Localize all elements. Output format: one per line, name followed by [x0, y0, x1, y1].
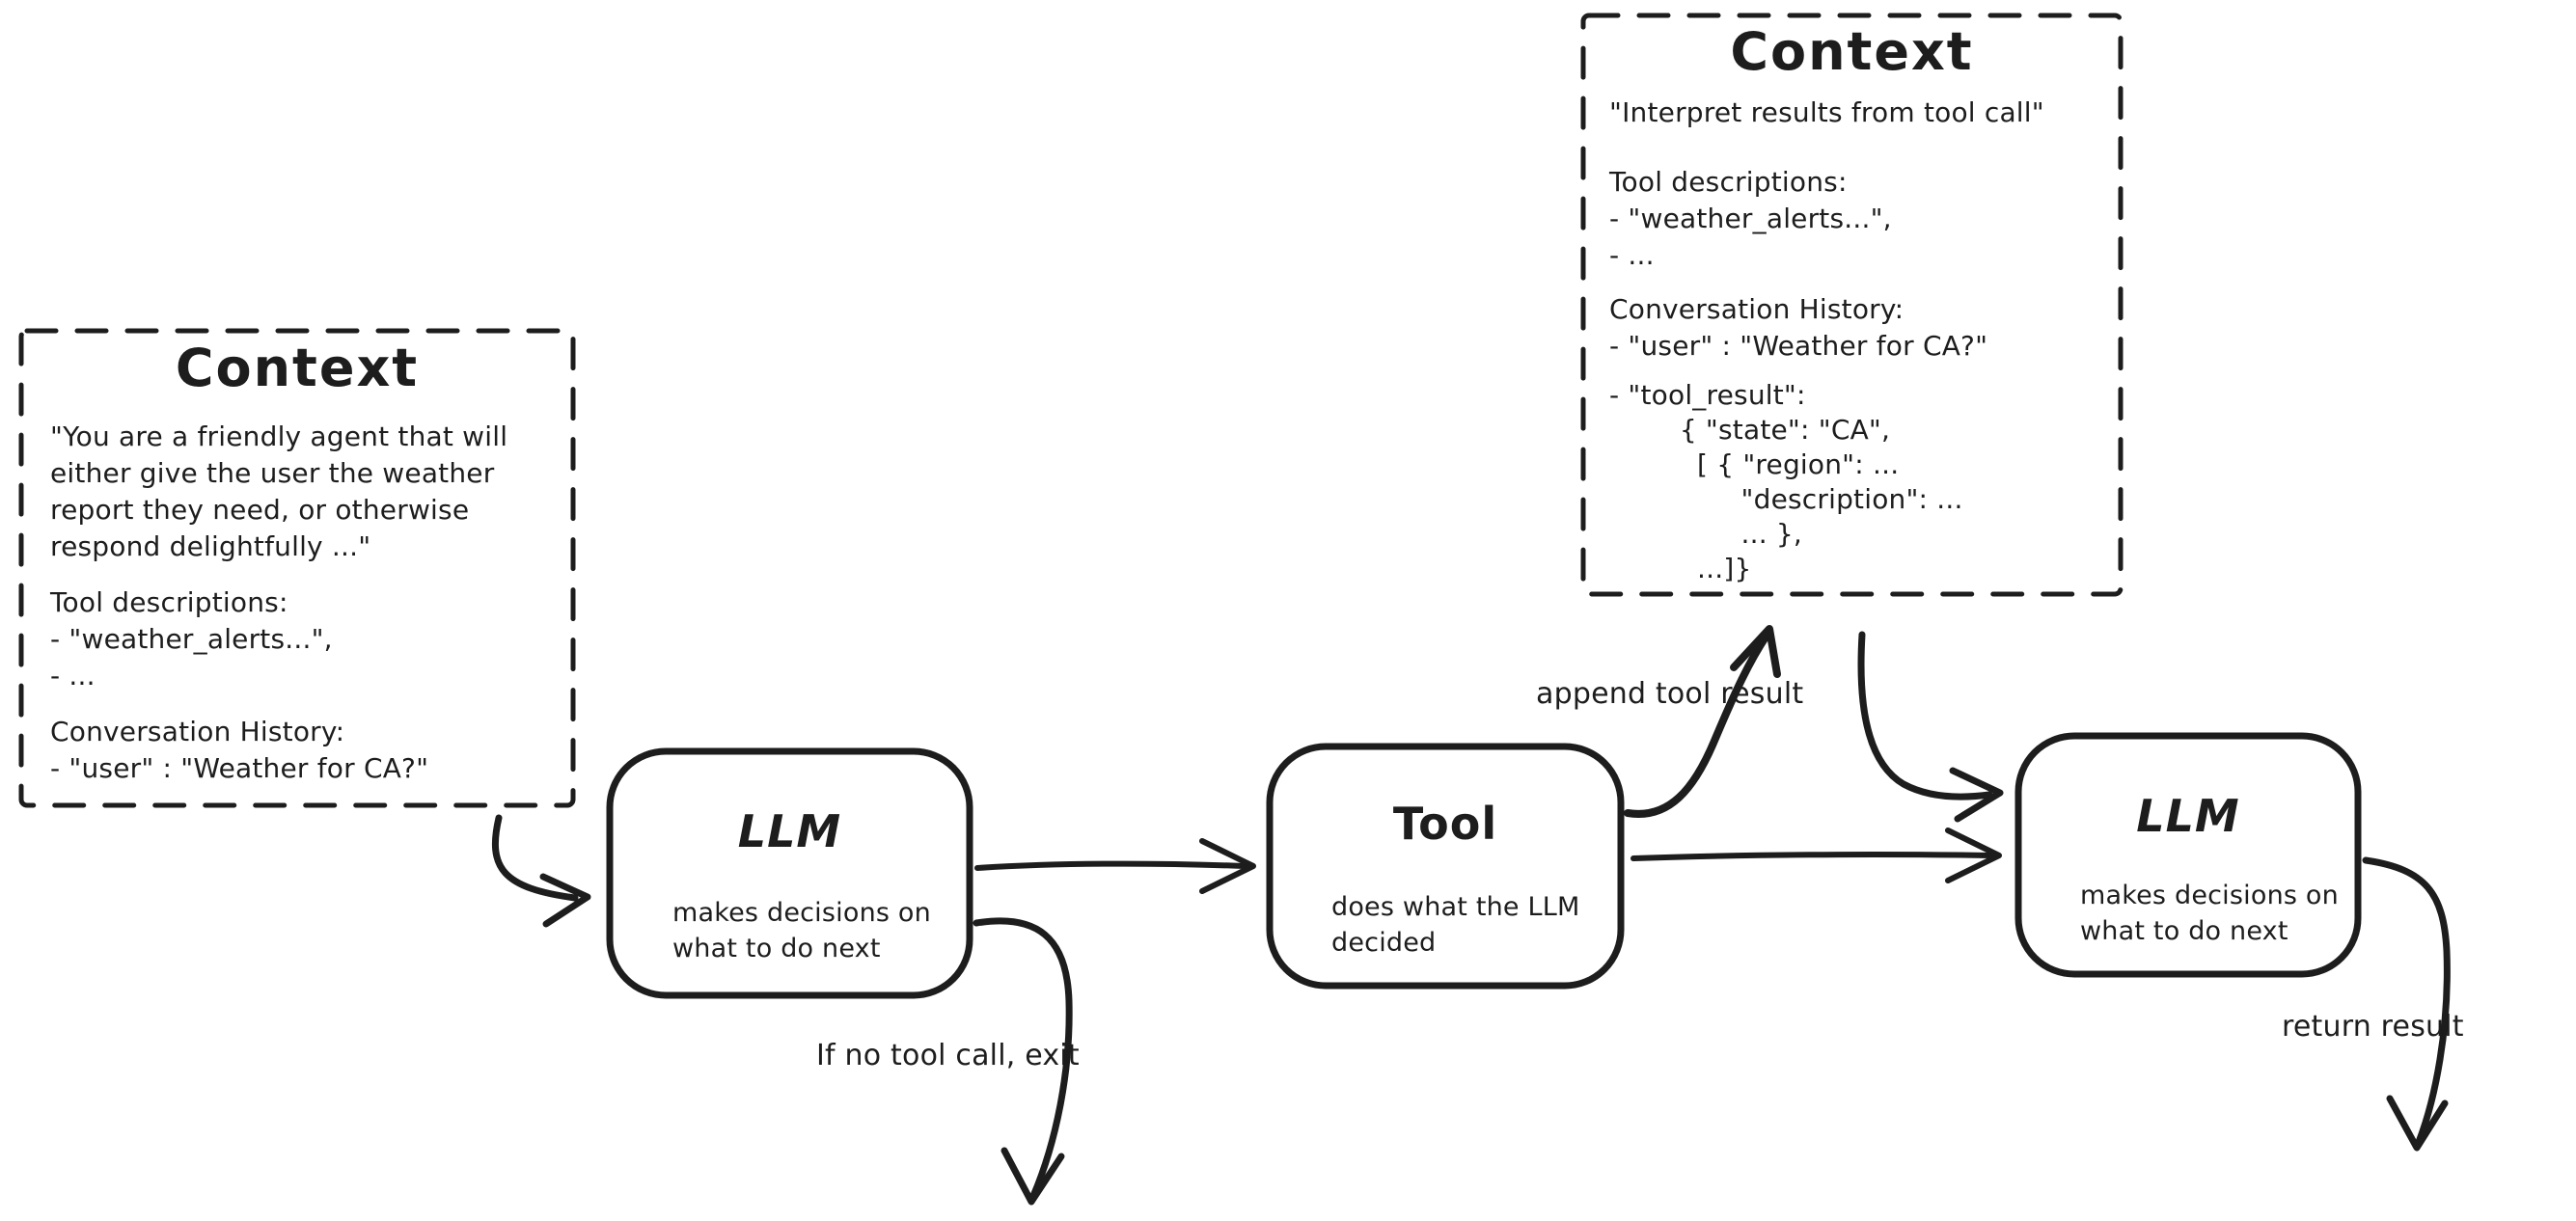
arrowhead-context1-to-llm1: [539, 873, 591, 928]
tool-node-border: [1266, 743, 1625, 990]
llm-1-node-subtitle: makes decisions on what to do next: [672, 898, 931, 963]
arrow-tool-to-context2: [1624, 632, 1770, 818]
llm-2-node-border: [2014, 732, 2362, 978]
arrowhead-context2-to-llm2: [1949, 767, 2004, 823]
llm-2-node-title: LLM: [2136, 790, 2240, 842]
context-box-2-conversation-history: Conversation History: - "user" : "Weathe…: [1609, 293, 1988, 362]
arrowhead-llm2-return: [2386, 1095, 2449, 1152]
llm-2-node-subtitle: makes decisions on what to do next: [2080, 881, 2339, 946]
arrow-llm1-to-tool: [974, 860, 1247, 871]
arrow-context1-to-llm1: [492, 814, 579, 902]
label-if-no-tool-call-exit: If no tool call, exit: [816, 1039, 1080, 1072]
context-box-1-conversation-history: Conversation History: - "user" : "Weathe…: [50, 716, 429, 784]
context-box-2-tool-result: - "tool_result": { "state": "CA", [ { "r…: [1609, 379, 1963, 584]
label-append-tool-result: append tool result: [1536, 677, 1804, 711]
context-box-2-tool-descriptions: Tool descriptions: - "weather_alerts..."…: [1609, 166, 1892, 271]
context-box-2-title: Context: [1730, 21, 1974, 82]
arrowhead-llm1-to-tool: [1199, 838, 1256, 894]
tool-node-subtitle: does what the LLM decided: [1331, 892, 1580, 958]
label-return-result: return result: [2282, 1010, 2464, 1044]
arrowhead-tool-to-context2: [1730, 625, 1781, 678]
arrow-context2-to-llm2: [1857, 631, 1993, 800]
context-box-1-border: [18, 328, 576, 808]
context-box-1-title: Context: [175, 338, 420, 398]
llm-1-node-title: LLM: [737, 805, 842, 857]
context-box-1-system-prompt: "You are a friendly agent that will eith…: [50, 421, 508, 562]
arrow-tool-to-llm2: [1631, 852, 1993, 861]
context-box-1-tool-descriptions: Tool descriptions: - "weather_alerts..."…: [50, 586, 333, 692]
arrowhead-llm1-exit: [1000, 1147, 1065, 1206]
arrow-llm2-return: [2362, 856, 2451, 1146]
tool-node-title: Tool: [1392, 798, 1498, 850]
context-box-2-instruction: "Interpret results from tool call": [1609, 96, 2044, 128]
llm-1-node-border: [606, 747, 973, 999]
arrowhead-tool-to-llm2: [1945, 828, 2002, 883]
context-box-2-border: [1580, 13, 2124, 597]
arrow-llm1-exit: [973, 917, 1073, 1200]
